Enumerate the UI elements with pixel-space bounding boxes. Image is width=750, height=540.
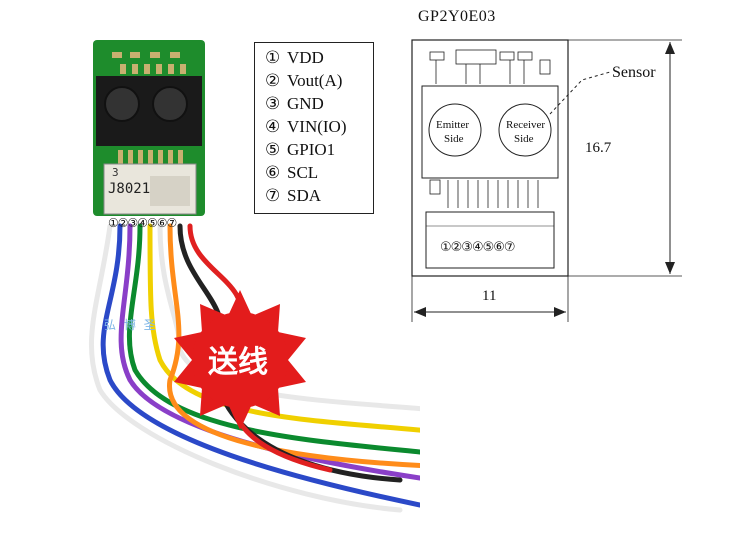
receiver-lens bbox=[152, 86, 188, 122]
receiver-circle bbox=[498, 103, 552, 157]
receiver-label-1: Receiver bbox=[506, 119, 545, 131]
emitter-lens bbox=[104, 86, 140, 122]
pcb-traces bbox=[429, 49, 551, 84]
width-dimension-label: 11 bbox=[482, 288, 497, 304]
watermark-text: 弘 博 圣 bbox=[104, 318, 158, 332]
connector-outline bbox=[425, 211, 555, 269]
diagram-title: GP2Y0E03 bbox=[418, 8, 496, 25]
emitter-circle bbox=[428, 103, 482, 157]
sensor-leader bbox=[549, 71, 611, 115]
sensor-area bbox=[421, 85, 559, 179]
emitter-label-2: Side bbox=[444, 133, 464, 145]
connector-number: 3 bbox=[112, 166, 119, 179]
module-outline bbox=[411, 39, 569, 277]
sensor-label: Sensor bbox=[612, 64, 656, 81]
promo-badge-text: 送线 bbox=[208, 345, 268, 380]
drawing-pin-numbers: ①②③④⑤⑥⑦ bbox=[440, 240, 516, 255]
height-dimension-label: 16.7 bbox=[585, 140, 612, 156]
receiver-label-2: Side bbox=[514, 133, 534, 145]
photo-pin-numbers: ①②③④⑤⑥⑦ bbox=[108, 216, 177, 230]
promo-badge bbox=[174, 290, 306, 430]
connector-code: J8021 bbox=[108, 181, 151, 197]
technical-drawing: Emitter Side Receiver Side bbox=[411, 39, 682, 322]
emitter-label-1: Emitter bbox=[436, 119, 469, 131]
module-photo: 送线 bbox=[88, 40, 420, 513]
